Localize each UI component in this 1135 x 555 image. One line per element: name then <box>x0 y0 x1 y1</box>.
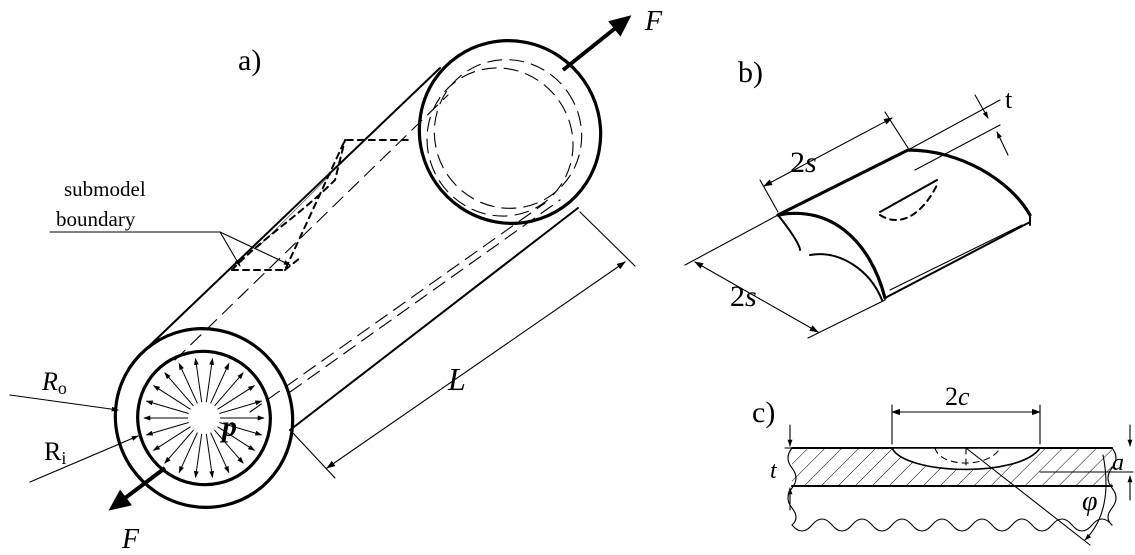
force-label-top: F <box>644 6 663 37</box>
pressure-arrow <box>178 432 198 474</box>
dim-2s-top <box>763 117 893 187</box>
cross-section-view: c) 2c t a φ <box>752 382 1134 546</box>
outer-radius-leader <box>9 394 119 412</box>
block-back-edge <box>809 253 883 301</box>
length-dim-line <box>326 261 626 469</box>
bottom-generator <box>289 207 579 431</box>
dim-2c-label: 2c <box>945 382 970 411</box>
phi-arc <box>1084 454 1107 541</box>
block-top-face <box>776 148 1032 217</box>
inner-generator-3 <box>249 202 546 413</box>
dim-2s-side <box>694 261 819 333</box>
length-ext-top <box>579 211 636 267</box>
block-front-face <box>776 211 887 300</box>
far-end-outer <box>417 39 603 225</box>
near-end-outer <box>113 327 295 509</box>
cylinder-view: p submodel boundary L Ro Ri F F a) <box>9 6 663 555</box>
pressure-arrow <box>219 422 263 436</box>
material-wavy-right <box>1107 447 1117 526</box>
pressure-arrow <box>210 432 230 474</box>
far-end-inner-2 <box>426 67 574 217</box>
pressure-arrow <box>178 362 198 404</box>
pressure-arrow <box>164 429 194 464</box>
panel-b-label: b) <box>738 56 763 89</box>
submodel-label-1: submodel <box>64 177 146 201</box>
far-end-inner <box>433 59 583 209</box>
submodel-hatch <box>256 170 332 250</box>
length-label: L <box>447 361 466 397</box>
dim-2s-side-ext2 <box>807 299 886 339</box>
force-label-bottom: F <box>121 524 140 555</box>
pressure-arrow <box>152 426 191 451</box>
dim-t-label-b: t <box>1005 85 1013 114</box>
submodel-cut <box>231 139 411 271</box>
pressure-arrow <box>193 357 203 403</box>
pressure-arrow <box>193 433 203 479</box>
force-arrow-top <box>561 15 632 72</box>
pressure-arrows <box>143 357 265 479</box>
submodel-label-2: boundary <box>56 207 136 231</box>
pressure-arrow <box>214 429 244 464</box>
pressure-arrow <box>217 426 256 451</box>
panel-a-label: a) <box>238 44 261 77</box>
dim-2s-top-ext2 <box>884 111 909 149</box>
dim-t-line <box>974 94 989 119</box>
dim-2s-side-ext1 <box>684 214 779 266</box>
pressure-arrow <box>214 372 244 407</box>
pressure-label: p <box>219 410 237 443</box>
dim-2s-top-label: 2s <box>790 146 817 179</box>
pressure-arrow <box>210 362 230 404</box>
block-side-line <box>889 224 1023 291</box>
pressure-arrow <box>217 385 256 410</box>
panel-c-label: c) <box>752 396 775 429</box>
phi-line <box>965 447 1091 546</box>
pressure-arrow <box>152 385 191 410</box>
submodel-leader-2 <box>219 231 291 266</box>
phi-label: φ <box>1082 486 1098 517</box>
pressure-arrow <box>164 372 194 407</box>
dim-2s-top-ext1 <box>759 179 779 213</box>
dim-t-line-2 <box>996 131 1009 156</box>
dim-t-label-c: t <box>770 458 778 484</box>
pressure-arrow <box>219 400 263 414</box>
pressure-arrow <box>145 400 189 414</box>
outer-radius-label: Ro <box>41 367 67 398</box>
block-bottom-edge <box>884 221 1031 299</box>
submodel-cut-3 <box>284 257 301 271</box>
inner-radius-leader <box>29 435 139 483</box>
block-crack-front <box>879 184 938 221</box>
force-arrow-bottom <box>108 466 167 511</box>
block-crack <box>879 179 938 213</box>
length-ext-bottom <box>291 431 336 479</box>
inner-radius-label: Ri <box>44 437 66 468</box>
dim-t-ext2 <box>914 124 1001 171</box>
pressure-arrow <box>205 357 215 403</box>
submodel-block-view: b) 2s 2s t <box>684 56 1032 339</box>
pressure-arrow <box>145 422 189 436</box>
dim-a-label: a <box>1112 450 1124 476</box>
pressure-arrow <box>205 433 215 479</box>
dim-2s-side-label: 2s <box>730 280 757 313</box>
block-left-edge <box>777 214 801 251</box>
inner-generator-2 <box>289 199 561 393</box>
near-end-inner <box>136 349 272 487</box>
inner-generator-1 <box>174 94 449 361</box>
submodel-leader-1 <box>219 231 241 267</box>
dim-t-ext1 <box>907 99 1001 151</box>
